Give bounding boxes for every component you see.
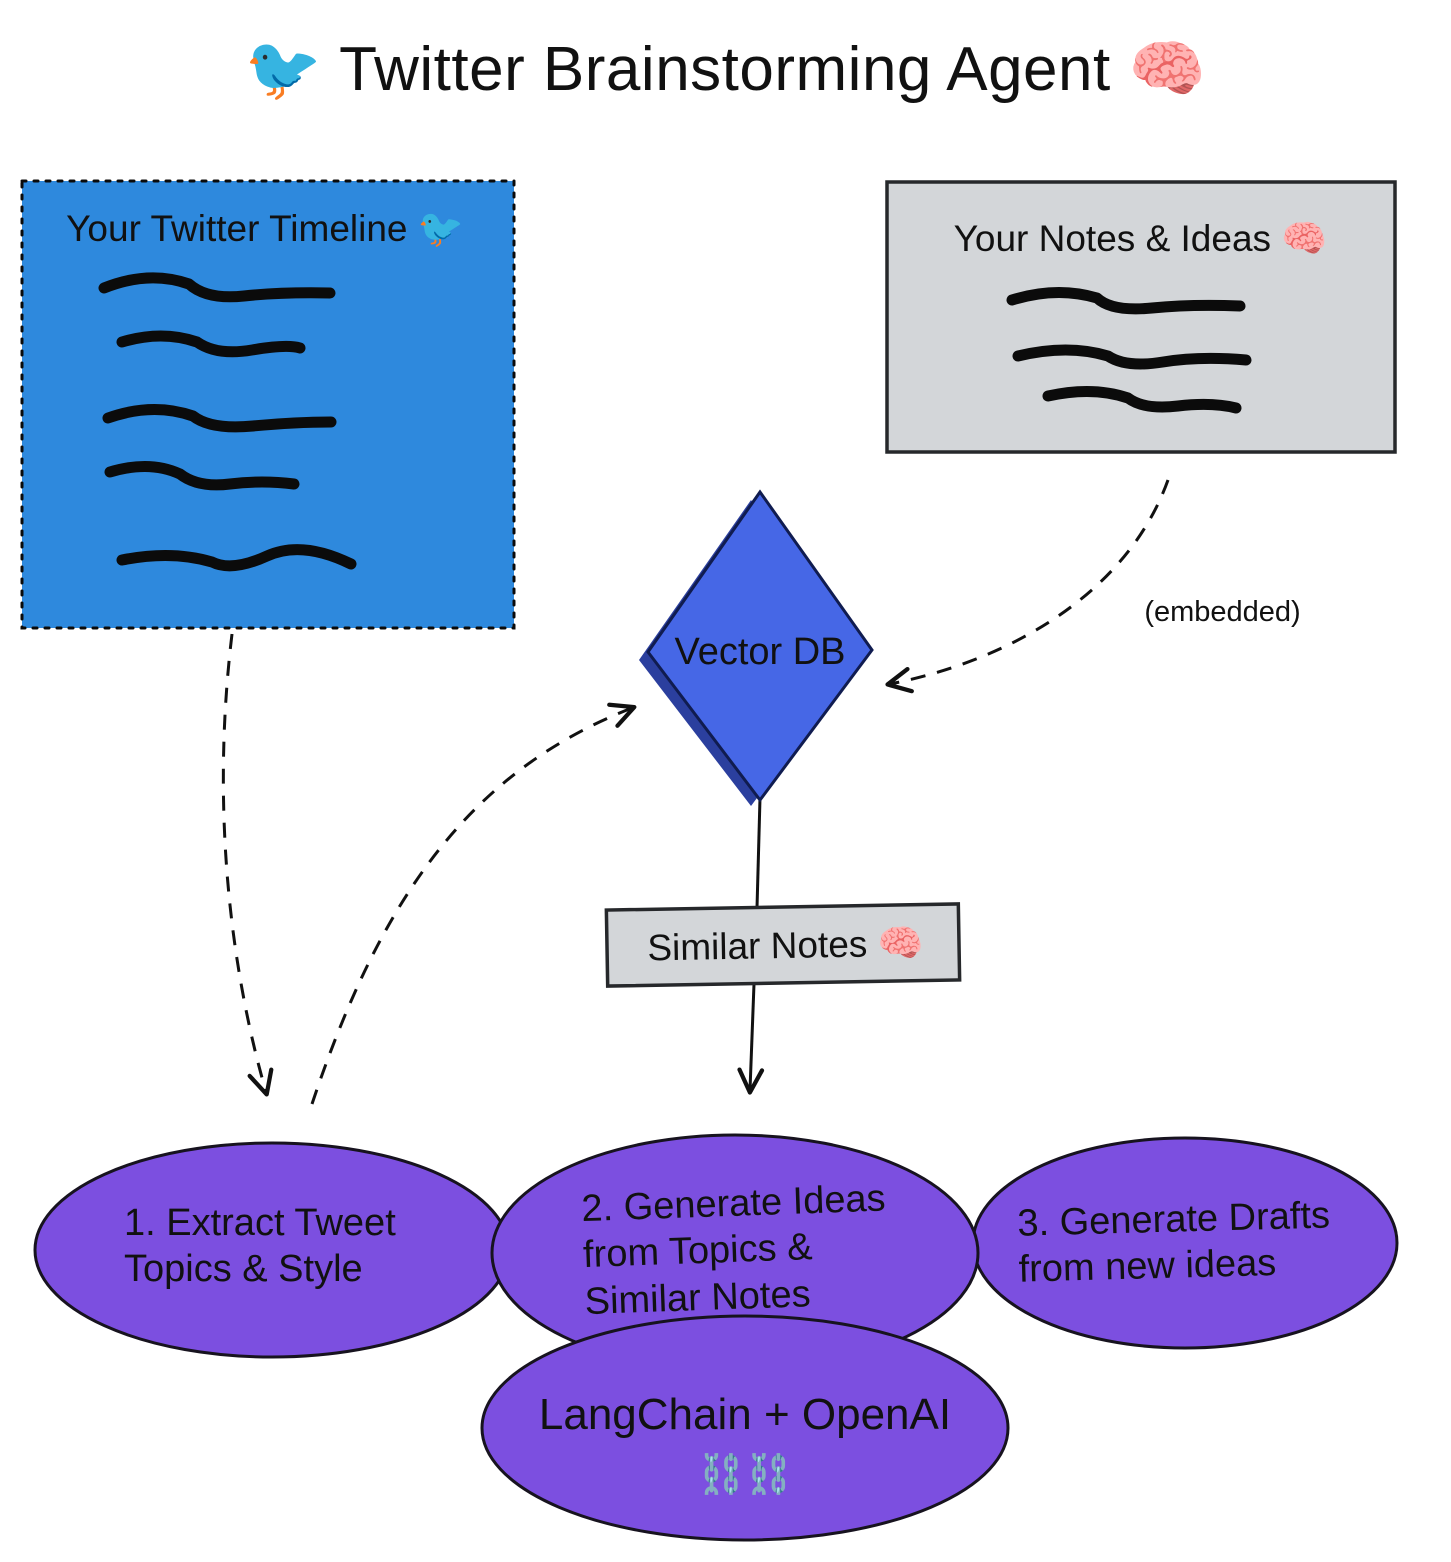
similar-notes-label: Similar Notes 🧠 — [646, 922, 925, 969]
notes-ideas-label: Your Notes & Ideas 🧠 — [953, 218, 1328, 259]
step1-label: 1. Extract Tweet Topics & Style — [124, 1202, 396, 1291]
langchain-openai-label: LangChain + OpenAI — [538, 1390, 952, 1439]
similar-notes-box — [604, 902, 962, 988]
edge-vectordb-to-similarnotes — [755, 797, 762, 909]
embedded-annotation: (embedded) — [1144, 596, 1301, 628]
step3-label: 3. Generate Drafts from new ideas — [1016, 1194, 1331, 1292]
timeline-scribble-lines — [98, 272, 357, 572]
edge-step1-to-vectordb — [310, 702, 637, 1105]
page-title: 🐦 Twitter Brainstorming Agent 🧠 — [244, 35, 1207, 104]
chains-icon: ⛓️⛓️ — [697, 1454, 793, 1496]
notes-scribble-lines — [1006, 287, 1252, 414]
step2-label: 2. Generate Ideas from Topics & Similar … — [580, 1177, 887, 1323]
edge-notes-to-vectordb — [885, 479, 1170, 694]
twitter-timeline-label: Your Twitter Timeline 🐦 — [66, 208, 464, 249]
langchain-ellipse — [480, 1314, 1010, 1542]
edge-timeline-to-step1 — [221, 633, 274, 1097]
vector-db-diamond — [646, 489, 874, 803]
vector-db-label: Vector DB — [674, 631, 846, 673]
edge-similarnotes-to-step2 — [737, 983, 765, 1095]
